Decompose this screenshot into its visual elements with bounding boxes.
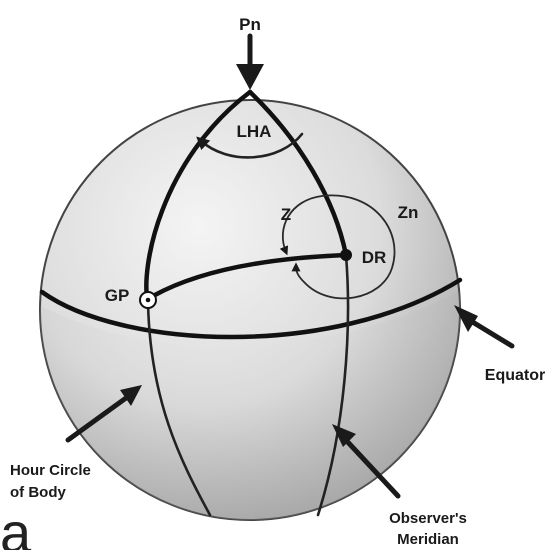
gp-point-center (145, 297, 151, 303)
meridian-label-line2: Meridian (397, 531, 459, 548)
lower-hemisphere-shade (40, 285, 460, 520)
pn-label: Pn (239, 15, 261, 34)
observers-meridian-lower (316, 253, 350, 517)
hour-circle-of-body-line (144, 89, 253, 305)
meridian-arrow-head (332, 424, 356, 447)
meridian-label-line1: Observer's (389, 510, 467, 527)
lha-label: LHA (237, 122, 272, 141)
hour-circle-arrow-shaft (65, 395, 129, 443)
dr-point (340, 249, 352, 261)
observers-meridian-line (247, 89, 349, 258)
hour-circle-label-line2: of Body (10, 484, 66, 501)
corner-fragment-text: a (0, 501, 32, 550)
hour-circle-label-line1: Hour Circle (10, 462, 91, 479)
lha-arc (196, 132, 304, 159)
equator-arrow-head (454, 305, 478, 332)
equator-label: Equator (485, 367, 545, 384)
meridian-arrow-shaft (341, 435, 401, 499)
gp-label: GP (105, 286, 130, 305)
hour-circle-lower (146, 300, 212, 517)
equator-line (39, 277, 463, 340)
gp-to-dr-line (150, 252, 349, 299)
hour-circle-arrow-head (120, 385, 142, 406)
zn-label: Zn (398, 203, 419, 222)
z-arc (279, 195, 323, 256)
dr-label: DR (362, 248, 387, 267)
zn-arc (291, 194, 396, 300)
pn-arrow-head (236, 64, 264, 90)
z-label: Z (281, 205, 291, 224)
